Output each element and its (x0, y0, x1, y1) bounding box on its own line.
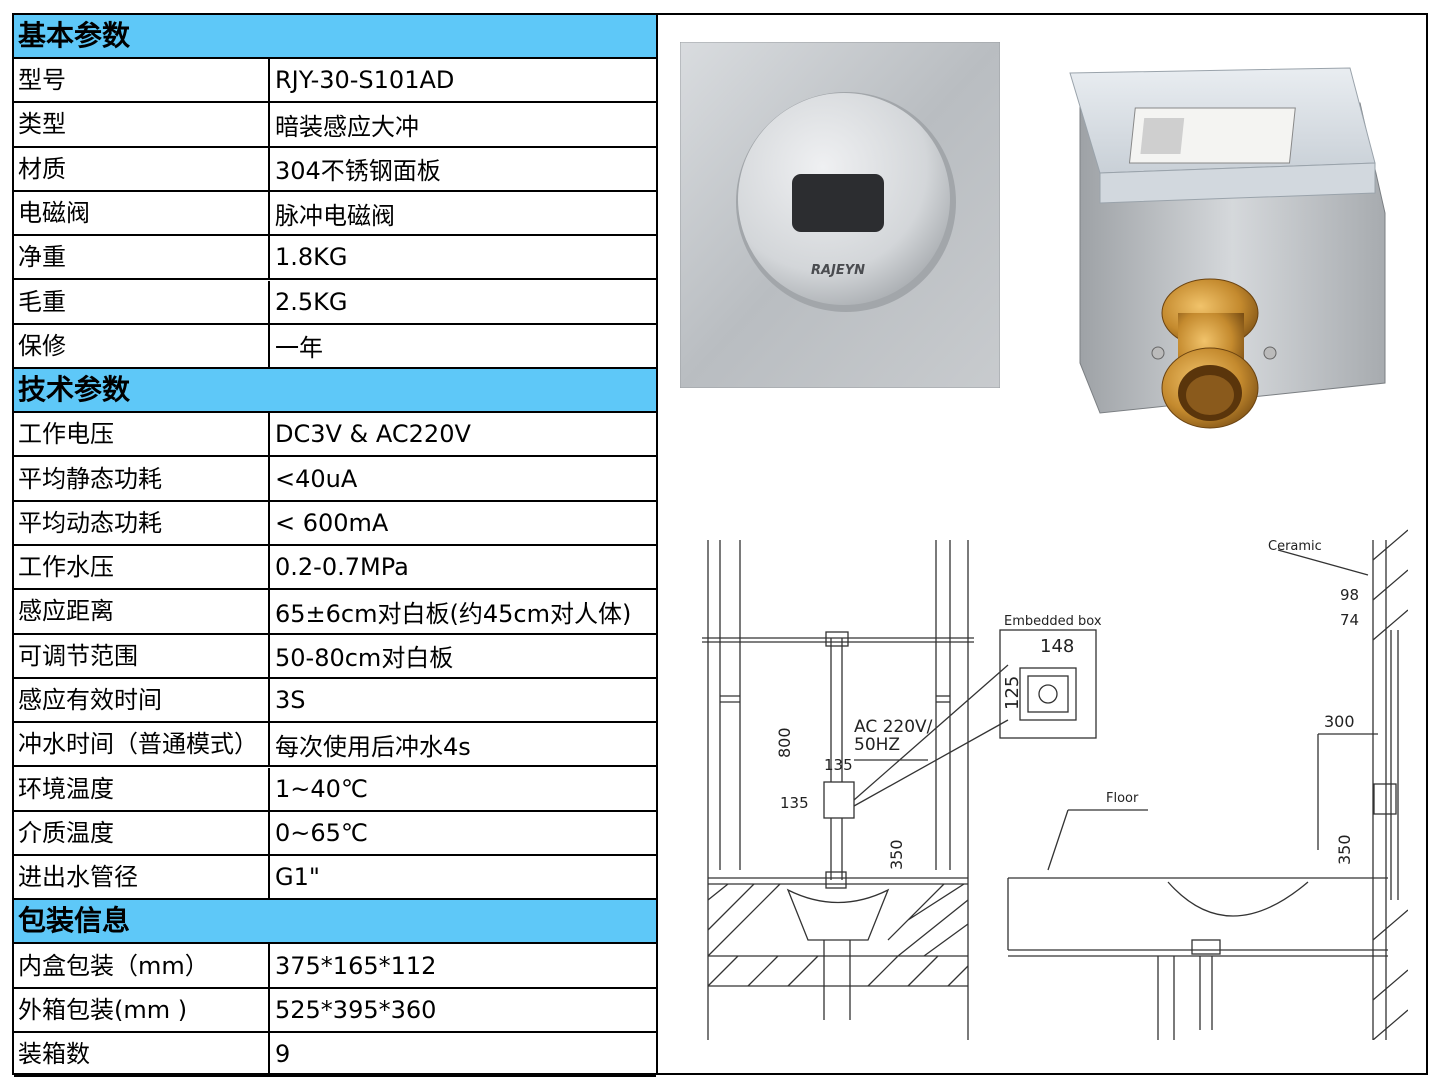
section-title: 基本参数 (18, 19, 131, 52)
dim-350-right: 350 (1335, 834, 1354, 865)
spec-value: 暗装感应大冲 (275, 112, 419, 141)
spec-label: 工作电压 (14, 413, 270, 456)
spec-value: DC3V & AC220V (275, 420, 471, 449)
floor-label: Floor (1106, 791, 1139, 806)
spec-value: 2.5KG (275, 287, 348, 316)
spec-value: 1.8KG (275, 243, 348, 272)
dim-74: 74 (1340, 611, 1359, 629)
spec-label: 保修 (14, 324, 270, 368)
spec-label: 内盒包装（mm） (14, 944, 270, 987)
spec-label: 毛重 (14, 280, 270, 323)
spec-row: 类型暗装感应大冲 (14, 103, 656, 148)
spec-value: RJY-30-S101AD (275, 66, 455, 95)
spec-value: 0.2-0.7MPa (275, 553, 409, 582)
dim-135-side: 135 (780, 794, 809, 812)
spec-row: 平均静态功耗<40uA (14, 457, 656, 502)
spec-value: 3S (275, 686, 306, 715)
spec-value: 525*395*360 (275, 995, 437, 1024)
ceramic-label: Ceramic (1268, 539, 1322, 554)
spec-value: < 600mA (275, 508, 389, 537)
box-width-dim: 148 (1040, 636, 1074, 657)
dim-350-left: 350 (887, 839, 906, 870)
spec-label: 感应距离 (14, 590, 270, 633)
spec-label: 外箱包装(mm ) (14, 988, 270, 1031)
spec-value: 0~65℃ (275, 818, 368, 847)
spec-label: 装箱数 (14, 1033, 270, 1076)
embedded-box-photo (1069, 67, 1386, 429)
spec-row: 冲水时间（普通模式）每次使用后冲水4s (14, 723, 656, 768)
spec-value: <40uA (275, 464, 358, 493)
section-title: 包装信息 (18, 904, 131, 938)
spec-value: 脉冲电磁阀 (275, 201, 395, 230)
spec-label: 进出水管径 (14, 856, 270, 899)
section-header: 技术参数 (14, 369, 656, 414)
spec-label: 平均静态功耗 (14, 457, 270, 500)
spec-label: 环境温度 (14, 767, 270, 810)
spec-value: 304不锈钢面板 (275, 157, 441, 186)
spec-row: 电磁阀脉冲电磁阀 (14, 191, 656, 237)
spec-row: 平均动态功耗 < 600mA (14, 501, 656, 546)
sensor-panel-photo: RAJEYN (680, 42, 1000, 388)
section-header: 包装信息 (14, 900, 656, 945)
spec-value: 50-80cm对白板 (275, 644, 454, 673)
brand-logo: RAJEYN (811, 263, 865, 278)
spec-value: 一年 (275, 334, 323, 363)
spec-value: 9 (275, 1040, 291, 1069)
dim-800: 800 (775, 727, 794, 758)
spec-value: G1" (275, 863, 320, 892)
dim-300: 300 (1324, 712, 1355, 731)
spec-row: 保修一年 (14, 324, 656, 370)
spec-label: 类型 (14, 103, 270, 146)
power-label: AC 220V/ (854, 717, 933, 737)
spec-value: 1~40℃ (275, 774, 368, 803)
spec-label: 介质温度 (14, 811, 270, 855)
section-header: 基本参数 (14, 15, 656, 59)
spec-label: 电磁阀 (14, 191, 270, 235)
spec-value: 每次使用后冲水4s (275, 732, 471, 761)
spec-label: 冲水时间（普通模式） (14, 723, 270, 766)
power-freq-label: 50HZ (854, 735, 900, 755)
box-height-dim: 125 (1002, 676, 1023, 710)
embedded-box-label: Embedded box (1004, 614, 1102, 629)
spec-value: 65±6cm对白板(约45cm对人体) (275, 599, 632, 628)
spec-label: 可调节范围 (14, 634, 270, 677)
section-title: 技术参数 (18, 373, 131, 407)
dim-98: 98 (1340, 586, 1359, 604)
spec-row: 内盒包装（mm）375*165*112 (14, 944, 656, 989)
spec-value: 375*165*112 (275, 951, 437, 980)
spec-label: 材质 (14, 147, 270, 190)
spec-label: 净重 (14, 236, 270, 279)
installation-drawing: Embedded box 148 125 AC 220V/ 50HZ 800 1… (702, 529, 1408, 1040)
spec-label: 工作水压 (14, 546, 270, 589)
spec-label: 平均动态功耗 (14, 501, 270, 544)
dim-135-top: 135 (824, 756, 853, 774)
spec-label: 感应有效时间 (14, 678, 270, 722)
spec-label: 型号 (14, 59, 270, 102)
spec-row: 外箱包装(mm )525*395*360 (14, 988, 656, 1033)
product-visuals: RAJEYN (658, 15, 1428, 1075)
